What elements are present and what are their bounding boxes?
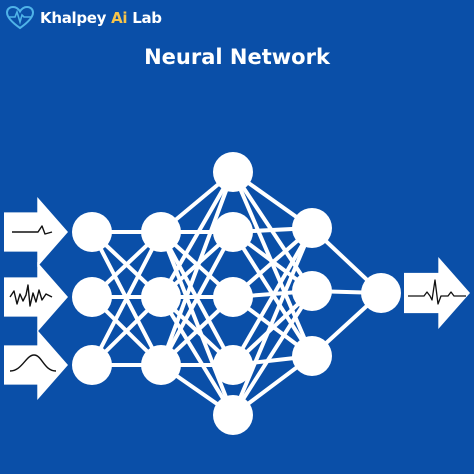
hidden-neuron bbox=[292, 271, 332, 311]
hidden-neuron bbox=[213, 212, 253, 252]
connection-line bbox=[90, 230, 163, 367]
connection-line bbox=[231, 226, 314, 367]
hidden-neuron bbox=[292, 208, 332, 248]
hidden-neuron bbox=[141, 212, 181, 252]
brand-name-accent: Ai bbox=[111, 9, 128, 27]
hidden-neuron bbox=[141, 277, 181, 317]
hidden-neuron bbox=[213, 345, 253, 385]
hidden-neuron bbox=[213, 152, 253, 192]
connection-line bbox=[231, 226, 314, 417]
connection-line bbox=[231, 289, 314, 417]
connection-line bbox=[159, 295, 235, 417]
input-arrow bbox=[4, 262, 68, 332]
hidden-neuron bbox=[213, 395, 253, 435]
brand-name: Khalpey Ai Lab bbox=[40, 9, 162, 27]
input-neuron bbox=[72, 345, 112, 385]
heart-pulse-icon bbox=[6, 6, 34, 30]
ecg-waveform-icon bbox=[408, 279, 466, 305]
page-title: Neural Network bbox=[144, 45, 330, 69]
signal-arrows bbox=[4, 197, 470, 400]
signal-waveform-icon bbox=[12, 225, 53, 235]
signal-waveform-icon bbox=[9, 284, 53, 307]
output-neuron bbox=[361, 273, 401, 313]
hidden-neuron bbox=[141, 345, 181, 385]
connection-line bbox=[159, 230, 235, 417]
arrow-shape bbox=[4, 262, 68, 332]
input-neuron bbox=[72, 277, 112, 317]
hidden-neuron bbox=[292, 336, 332, 376]
signal-waveform-icon bbox=[9, 354, 57, 372]
brand-logo: Khalpey Ai Lab bbox=[6, 5, 162, 31]
arrow-shape bbox=[4, 330, 68, 400]
input-arrow bbox=[4, 197, 68, 267]
connection-line bbox=[159, 230, 235, 367]
input-arrow bbox=[4, 330, 68, 400]
connection-line bbox=[159, 170, 235, 299]
connection-line bbox=[159, 170, 235, 367]
hidden-neuron bbox=[213, 277, 253, 317]
input-neuron bbox=[72, 212, 112, 252]
output-arrow bbox=[404, 257, 470, 329]
neuron-nodes bbox=[72, 152, 401, 435]
